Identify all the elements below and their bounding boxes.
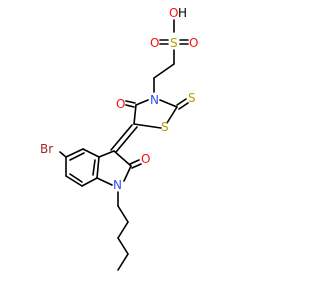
bond-c3a-c3 <box>98 150 115 158</box>
bond-c4-o-2 <box>125 104 135 108</box>
bond-c2-s1 <box>166 106 178 124</box>
atom-o-thiazolidine: O <box>116 97 125 111</box>
bond-c7-c7a <box>81 177 98 187</box>
atom-labels: O H O S O N S O S Br O N <box>40 6 198 192</box>
atom-n-indolinone: N <box>113 178 122 192</box>
bond-pentyl-2 <box>117 221 129 239</box>
bond-c2-o-1 <box>129 159 140 165</box>
bond-s1-c5 <box>133 123 162 129</box>
atom-s-sulfonyl: S <box>170 36 178 50</box>
bond-pentyl-3 <box>117 237 129 255</box>
bond-pentyl-4 <box>117 253 129 271</box>
molecule-diagram: O H O S O N S O S Br O N <box>40 6 198 271</box>
atom-o-sulfonyl-left: O <box>150 36 159 50</box>
atom-o-indolinone: O <box>141 152 150 166</box>
bond-c4-c5 <box>65 148 84 158</box>
atom-br: Br <box>40 142 53 156</box>
bond-c6-c7 <box>65 175 83 187</box>
bond-pentyl-1 <box>117 205 129 223</box>
bond-c5-c4 <box>133 104 137 125</box>
atom-n-thiazolidine: N <box>150 93 159 107</box>
bond-c2-o-2 <box>131 163 142 169</box>
bond-c7a-c3a-inner <box>92 159 96 176</box>
atom-s-ring: S <box>161 120 169 134</box>
bond-c7a-c3a <box>96 156 100 179</box>
bond-c3a-c4 <box>82 148 100 158</box>
bond-c4-o-1 <box>125 100 136 104</box>
atom-h-hydroxyl: H <box>178 6 187 20</box>
atom-o-hydroxyl: O <box>169 6 178 20</box>
atom-o-sulfonyl-right: O <box>189 36 198 50</box>
bond-c2-thione-1 <box>176 98 187 106</box>
bond-ch2-ch2 <box>153 63 175 79</box>
atom-s-thione: S <box>188 91 196 105</box>
bond-exocyclic-1 <box>110 124 133 151</box>
bonds <box>59 19 189 271</box>
bond-c6-c7-inner <box>69 173 83 183</box>
bond-c3-c2 <box>113 150 132 167</box>
bond-c4-c5-inner <box>69 152 85 161</box>
bond-c2-n1 <box>123 165 132 182</box>
bond-exocyclic-2 <box>115 126 138 153</box>
bond-c5-br <box>59 151 67 158</box>
bond-c2-thione-2 <box>178 102 189 110</box>
bond-n-c2 <box>159 99 178 108</box>
bond-c4-n <box>135 99 149 106</box>
structure-canvas: O H O S O N S O S Br O N <box>40 6 198 271</box>
bond-n1-c7a <box>96 177 113 186</box>
